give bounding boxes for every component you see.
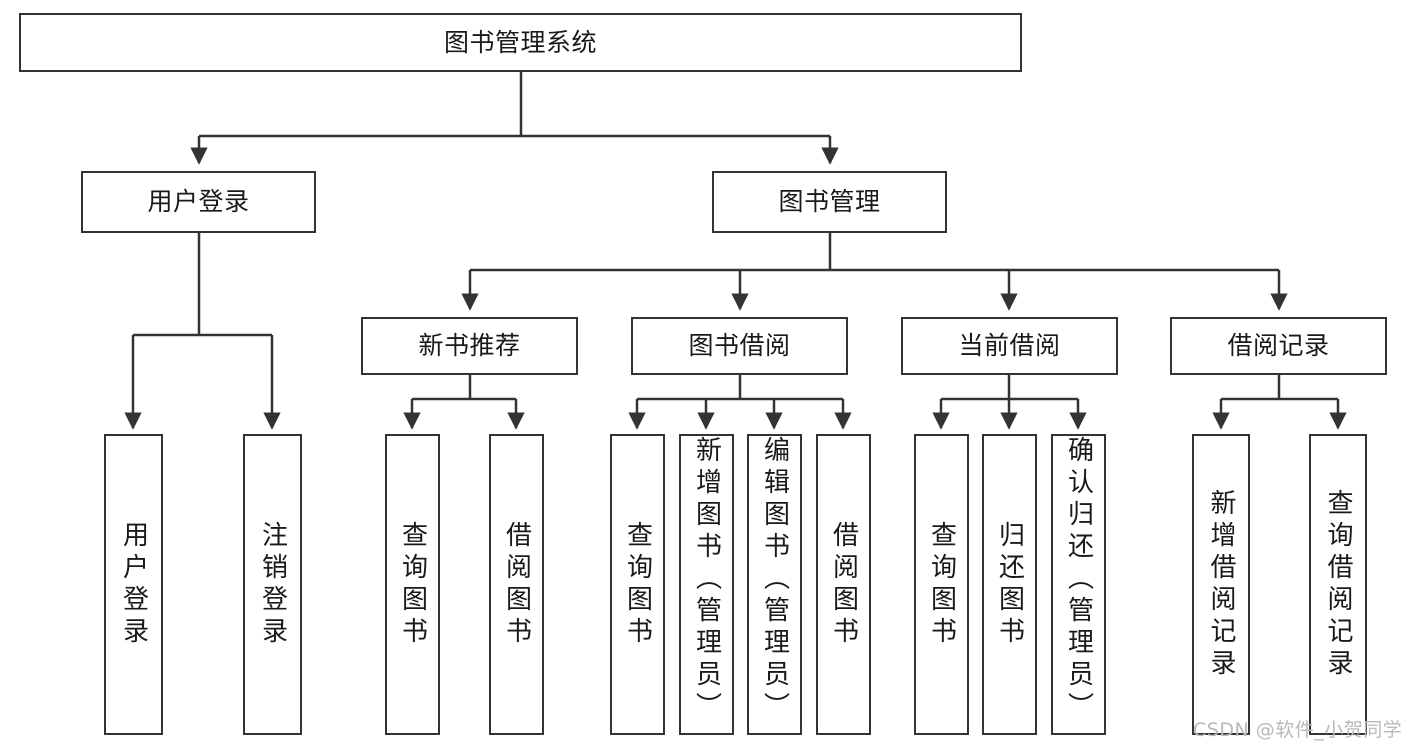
node-current-borrow-label: 当前借阅: [958, 331, 1061, 361]
node-new-book-recommend[interactable]: 新书推荐: [361, 317, 578, 375]
leaf-query-book-2[interactable]: 查询图书: [610, 434, 665, 735]
leaf-query-book-3[interactable]: 查询图书: [914, 434, 969, 735]
leaf-return-book-label: 归还图书: [994, 520, 1025, 649]
leaf-user-login-label: 用户登录: [118, 520, 149, 649]
node-borrow-record-label: 借阅记录: [1227, 331, 1330, 361]
leaf-edit-book-admin[interactable]: 编辑图书（管理员）: [747, 434, 802, 735]
node-borrow-record[interactable]: 借阅记录: [1170, 317, 1387, 375]
leaf-query-borrow-record-label: 查询借阅记录: [1323, 488, 1353, 681]
leaf-query-book-1[interactable]: 查询图书: [385, 434, 440, 735]
node-book-management-label: 图书管理: [778, 187, 881, 217]
leaf-add-book-admin-label: 新增图书（管理员）: [691, 436, 722, 724]
leaf-user-login[interactable]: 用户登录: [104, 434, 163, 735]
leaf-confirm-return-admin-label: 确认归还（管理员）: [1063, 436, 1094, 724]
csdn-watermark: CSDN @软件_小贺同学: [1193, 719, 1403, 741]
node-new-book-recommend-label: 新书推荐: [418, 331, 521, 361]
leaf-logout-login[interactable]: 注销登录: [243, 434, 302, 735]
leaf-return-book[interactable]: 归还图书: [982, 434, 1037, 735]
leaf-add-book-admin[interactable]: 新增图书（管理员）: [679, 434, 734, 735]
leaf-add-borrow-record-label: 新增借阅记录: [1206, 488, 1236, 681]
node-current-borrow[interactable]: 当前借阅: [901, 317, 1118, 375]
node-book-borrow-label: 图书借阅: [688, 331, 791, 361]
node-user-login[interactable]: 用户登录: [81, 171, 316, 233]
leaf-borrow-book-1[interactable]: 借阅图书: [489, 434, 544, 735]
leaf-query-book-1-label: 查询图书: [397, 520, 428, 649]
leaf-query-borrow-record[interactable]: 查询借阅记录: [1309, 434, 1367, 735]
node-root-label: 图书管理系统: [443, 27, 597, 57]
node-root[interactable]: 图书管理系统: [19, 13, 1022, 72]
leaf-edit-book-admin-label: 编辑图书（管理员）: [759, 436, 790, 724]
node-book-management[interactable]: 图书管理: [712, 171, 947, 233]
leaf-borrow-book-2[interactable]: 借阅图书: [816, 434, 871, 735]
node-book-borrow[interactable]: 图书借阅: [631, 317, 848, 375]
node-user-login-label: 用户登录: [147, 187, 250, 217]
leaf-query-book-2-label: 查询图书: [622, 520, 653, 649]
leaf-logout-login-label: 注销登录: [257, 520, 288, 649]
leaf-query-book-3-label: 查询图书: [926, 520, 957, 649]
leaf-confirm-return-admin[interactable]: 确认归还（管理员）: [1051, 434, 1106, 735]
leaf-add-borrow-record[interactable]: 新增借阅记录: [1192, 434, 1250, 735]
leaf-borrow-book-2-label: 借阅图书: [828, 520, 859, 649]
leaf-borrow-book-1-label: 借阅图书: [501, 520, 532, 649]
